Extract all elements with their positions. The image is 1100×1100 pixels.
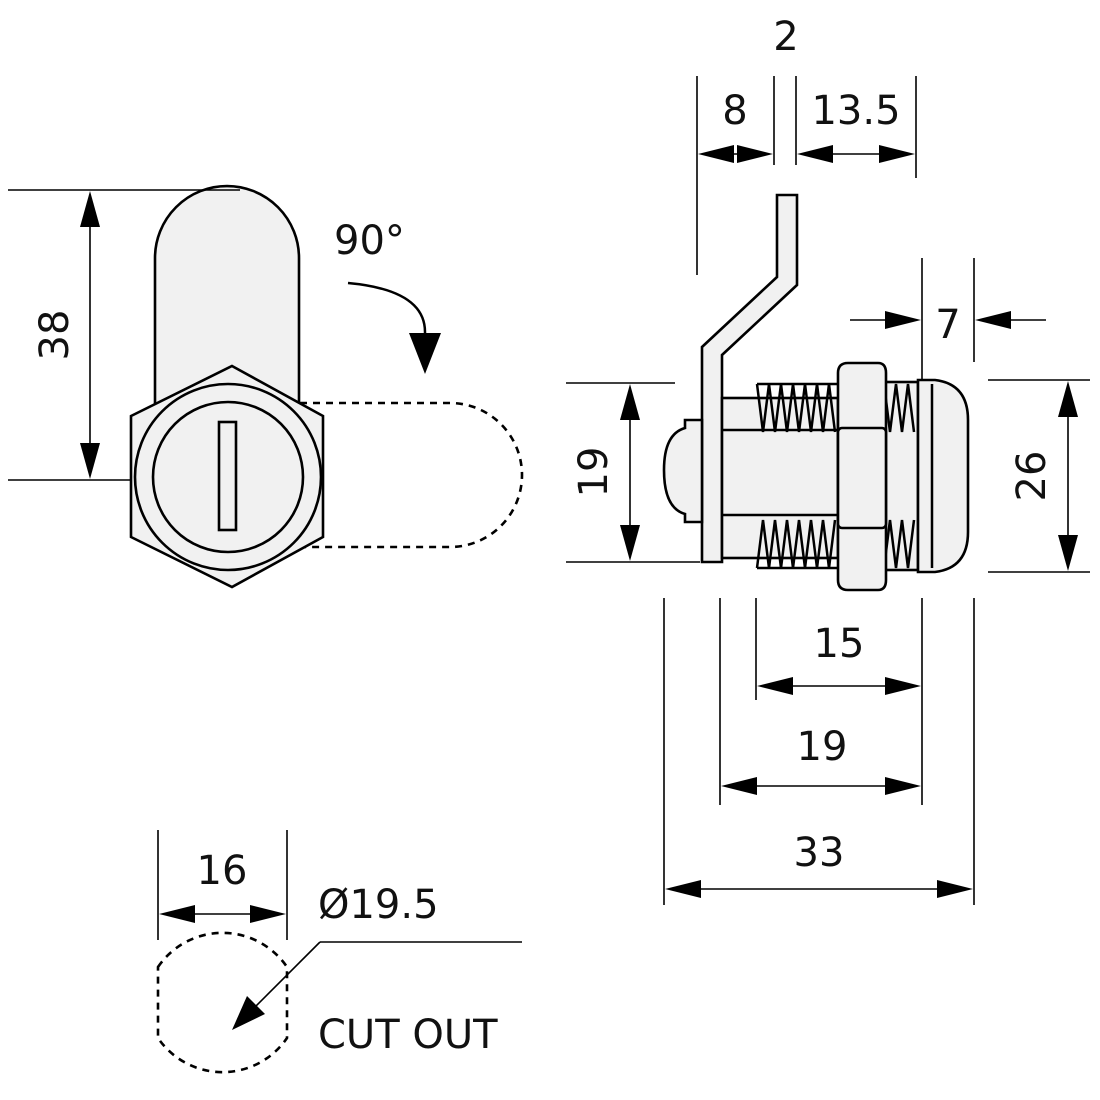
angle-label: 90°	[334, 218, 405, 264]
dimension-19-height: 19	[571, 447, 617, 498]
rotation-arrowhead	[409, 333, 441, 374]
dimension-2: 2	[773, 14, 798, 60]
cut-out-outline	[156, 931, 289, 1074]
front-view: 90° 38	[8, 184, 524, 589]
dimension-15: 15	[814, 621, 865, 667]
dimension-7: 7	[935, 302, 960, 348]
cam-arm	[153, 184, 301, 420]
cam-rotated-outline	[300, 401, 524, 549]
thread-top	[755, 382, 838, 433]
lock-body	[720, 396, 840, 560]
thread-right	[882, 380, 920, 572]
rotation-arrow	[347, 281, 427, 336]
lock-flange	[916, 378, 970, 574]
dimension-8: 8	[722, 88, 747, 134]
dimension-19-length: 19	[797, 724, 848, 770]
dimension-16: 16	[197, 848, 248, 894]
hex-nut-side	[836, 361, 888, 592]
keyway-slot	[217, 420, 238, 532]
cut-out-view: 16 Ø19.5 CUT OUT	[156, 830, 522, 1074]
dimension-13-5: 13.5	[811, 88, 900, 134]
cut-out-label: CUT OUT	[318, 1012, 498, 1058]
key-plug-cap	[662, 418, 704, 524]
thread-bottom	[755, 519, 838, 570]
side-view: 8 2 13.5	[566, 14, 1090, 905]
dimension-diameter: Ø19.5	[318, 882, 439, 928]
cam-plate	[700, 193, 799, 564]
dimension-38: 38	[32, 310, 78, 361]
dimension-26: 26	[1009, 451, 1055, 502]
dimension-33: 33	[794, 830, 845, 876]
